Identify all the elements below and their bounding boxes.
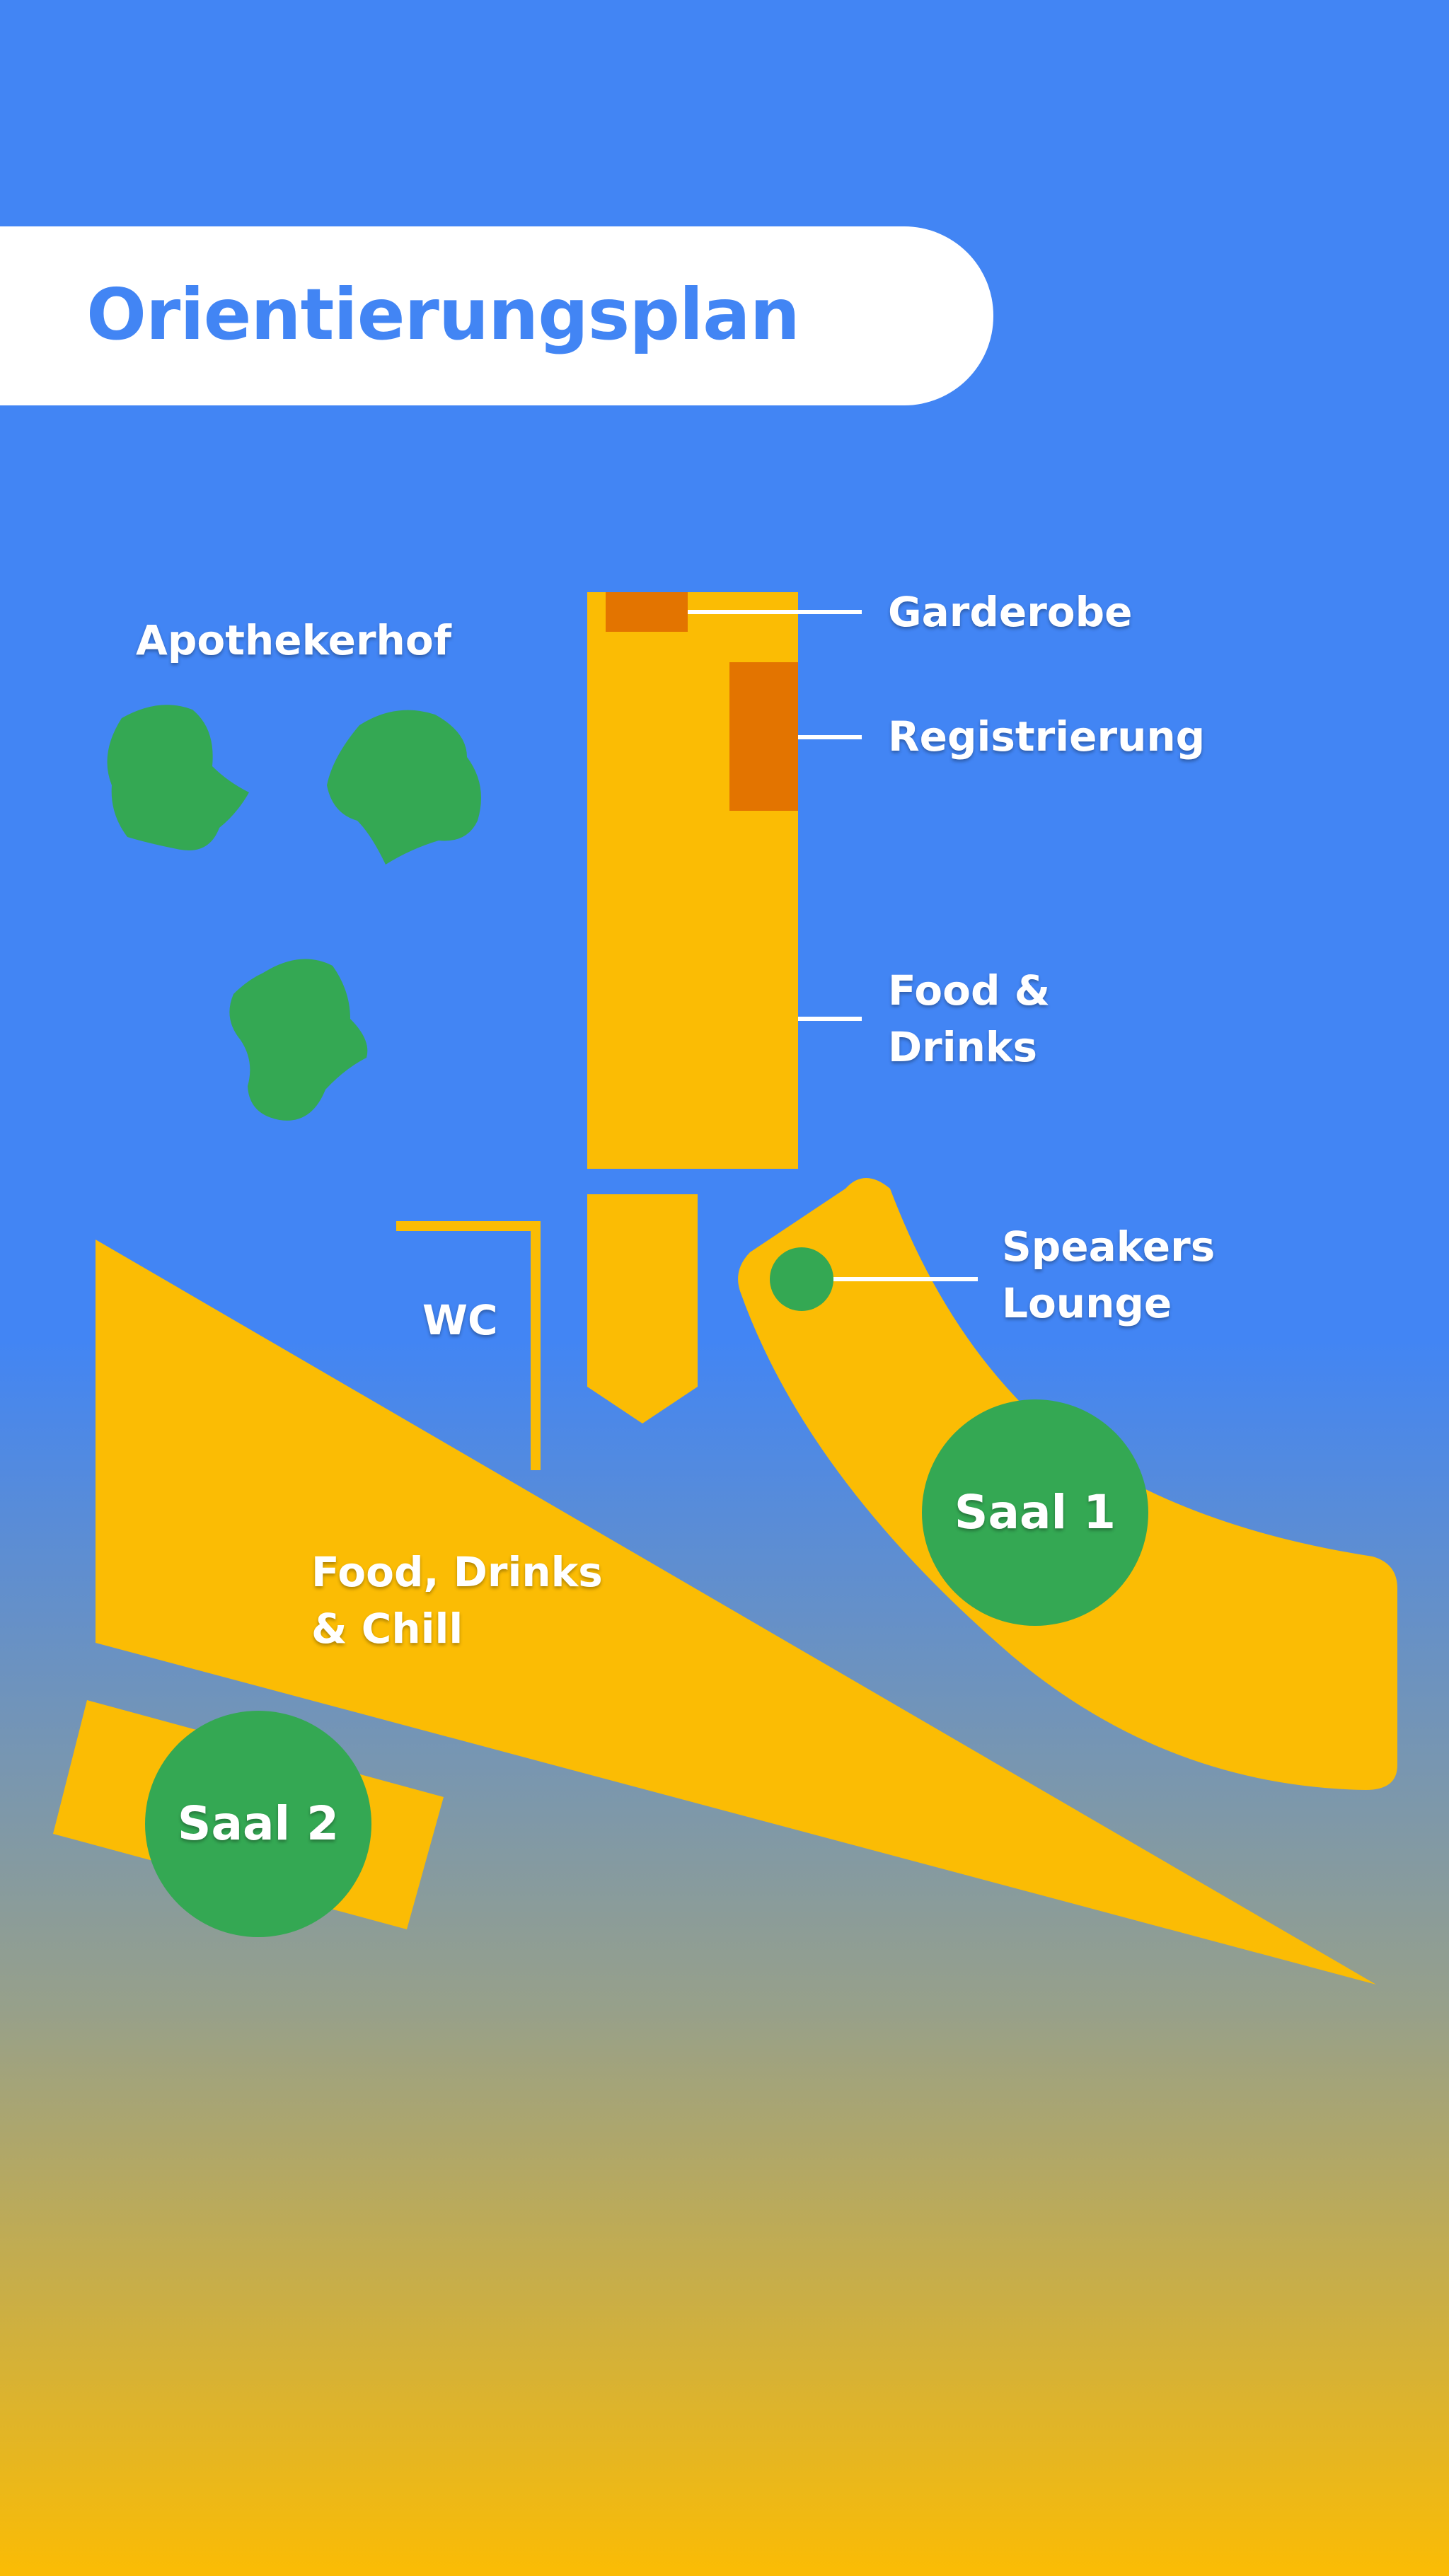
- label-saal-2: Saal 2: [177, 1796, 340, 1851]
- wc-marker: [396, 1221, 541, 1470]
- garderobe-area: [606, 592, 688, 632]
- saal-2-circle: [145, 1711, 371, 1937]
- tree-1: [107, 705, 249, 850]
- corridor-block: [587, 1194, 698, 1423]
- speakers-lounge-marker: [770, 1247, 833, 1311]
- registrierung-area: [729, 662, 798, 811]
- tree-2: [327, 710, 481, 865]
- saal-1-circle: [922, 1399, 1148, 1626]
- page-title: Orientierungsplan: [86, 273, 800, 356]
- tree-3: [229, 959, 368, 1121]
- label-garderobe: Garderobe: [888, 588, 1133, 636]
- label-wc: WC: [422, 1296, 498, 1344]
- label-saal-1: Saal 1: [954, 1485, 1116, 1540]
- label-speakers-lounge: Speakers Lounge: [1002, 1223, 1216, 1327]
- title-banner: [0, 226, 993, 405]
- food-drinks-chill-area: [96, 1240, 1376, 1985]
- label-registrierung: Registrierung: [888, 712, 1206, 761]
- label-food-drinks: Food & Drinks: [888, 966, 1051, 1071]
- label-apothekerhof: Apothekerhof: [136, 616, 451, 664]
- label-food-drinks-chill: Food, Drinks & Chill: [311, 1548, 603, 1653]
